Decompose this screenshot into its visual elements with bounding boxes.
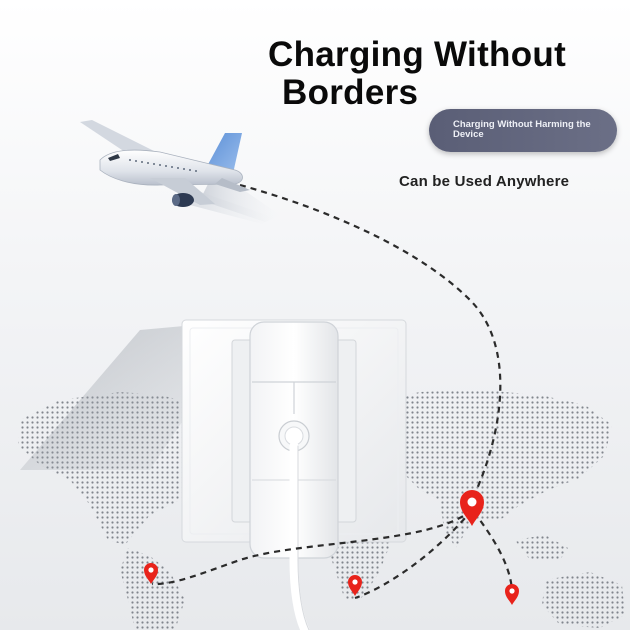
headline: Charging Without Borders [268, 36, 618, 112]
feature-badge: Charging Without Harming the Device [429, 109, 617, 152]
location-pin-icon [460, 490, 484, 526]
route-paths [151, 183, 514, 600]
feature-badge-text: Charging Without Harming the Device [453, 119, 591, 140]
location-pin-icon [348, 575, 362, 596]
headline-line-1: Charging Without [268, 35, 567, 74]
wall-charger-icon [249, 321, 339, 630]
tagline: Can be Used Anywhere [399, 173, 570, 190]
headline-line-2: Borders [282, 73, 419, 112]
airplane-icon [80, 120, 280, 224]
location-pin-icon [144, 563, 158, 584]
location-pin-icon [505, 584, 519, 605]
